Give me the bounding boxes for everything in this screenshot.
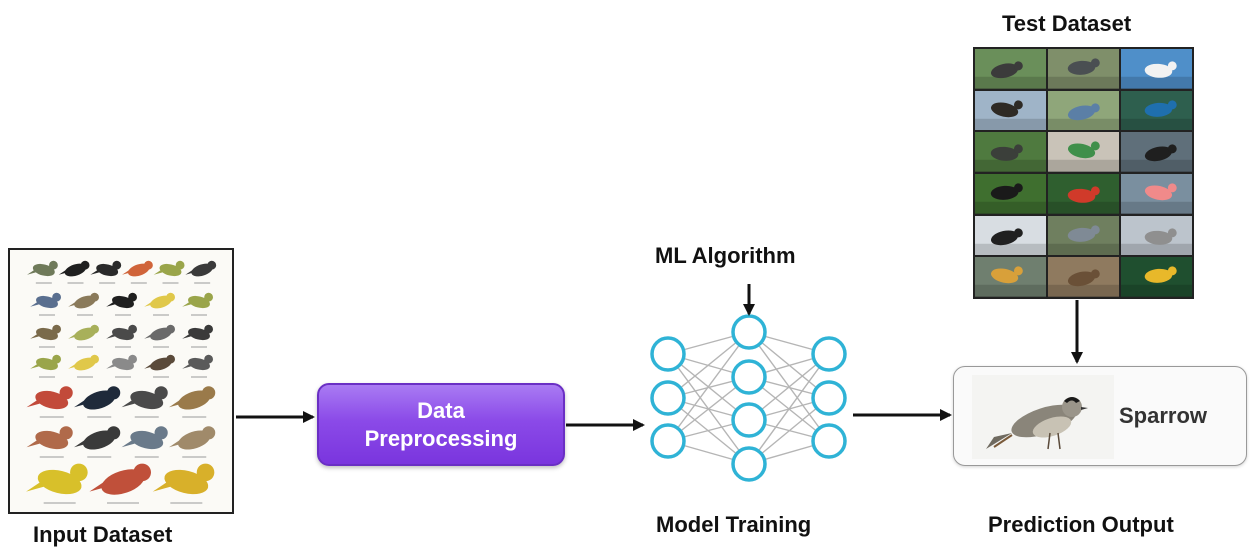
poster-bird bbox=[153, 260, 185, 284]
network-node-layer-1 bbox=[650, 336, 686, 372]
bird-poster-illustration bbox=[26, 260, 217, 504]
poster-bird bbox=[144, 354, 176, 378]
test-image-tile bbox=[975, 49, 1046, 89]
test-image-tile bbox=[1048, 90, 1119, 131]
network-node-layer-1 bbox=[650, 423, 686, 459]
network-node-layer-3 bbox=[811, 336, 847, 372]
network-node-layer-2 bbox=[731, 314, 767, 350]
poster-bird bbox=[169, 426, 216, 458]
network-edge bbox=[748, 353, 830, 465]
network-node-layer-2 bbox=[731, 402, 767, 438]
poster-bird bbox=[121, 386, 168, 418]
poster-bird bbox=[30, 324, 61, 348]
test-image-tile bbox=[975, 174, 1046, 214]
poster-bird bbox=[122, 260, 153, 284]
poster-bird bbox=[144, 292, 176, 316]
poster-bird bbox=[106, 324, 137, 348]
poster-bird bbox=[106, 354, 137, 378]
poster-bird bbox=[30, 292, 61, 316]
network-nodes bbox=[650, 314, 847, 482]
test-image-tile bbox=[1121, 90, 1192, 131]
poster-bird bbox=[26, 386, 73, 418]
network-node-layer-2 bbox=[731, 359, 767, 395]
sparrow-photo bbox=[972, 375, 1114, 459]
test-image-tile bbox=[975, 90, 1046, 131]
test-image-tile bbox=[1121, 132, 1192, 172]
test-image-tile bbox=[1048, 49, 1119, 89]
network-edge bbox=[667, 331, 750, 442]
test-image-tile bbox=[1048, 257, 1119, 297]
poster-bird bbox=[182, 324, 214, 348]
test-image-tile bbox=[975, 132, 1046, 172]
poster-bird bbox=[74, 426, 121, 458]
poster-bird bbox=[74, 386, 121, 418]
poster-bird bbox=[121, 426, 168, 458]
network-node-layer-3 bbox=[811, 423, 847, 459]
poster-bird bbox=[26, 426, 73, 458]
network-node-layer-2 bbox=[731, 446, 767, 482]
poster-bird bbox=[68, 292, 99, 316]
test-dataset-label: Test Dataset bbox=[1002, 11, 1132, 36]
network-node-layer-1 bbox=[650, 380, 686, 416]
test-image-tile bbox=[1121, 174, 1192, 214]
network-node-layer-3 bbox=[811, 380, 847, 416]
prediction-output-box: Sparrow bbox=[953, 366, 1247, 466]
model-training-label: Model Training bbox=[656, 512, 812, 537]
prediction-output-label: Prediction Output bbox=[988, 512, 1174, 537]
poster-bird bbox=[152, 463, 215, 504]
test-image-tile bbox=[1121, 49, 1192, 89]
network-edges bbox=[667, 331, 830, 465]
poster-bird bbox=[106, 292, 137, 316]
prediction-value: Sparrow bbox=[1119, 403, 1208, 428]
poster-bird bbox=[30, 354, 61, 378]
preprocessing-line-1: Data bbox=[417, 397, 465, 423]
data-preprocessing-box: Data Preprocessing bbox=[317, 383, 565, 466]
poster-bird bbox=[89, 463, 151, 504]
input-dataset-label: Input Dataset bbox=[33, 522, 173, 547]
poster-bird bbox=[27, 260, 58, 284]
poster-bird bbox=[90, 260, 122, 284]
poster-bird bbox=[68, 324, 99, 348]
test-image-tile bbox=[1048, 215, 1119, 256]
poster-bird bbox=[144, 324, 176, 348]
preprocessing-line-2: Preprocessing bbox=[364, 425, 518, 451]
test-image-tile bbox=[975, 257, 1046, 297]
test-image-tile bbox=[975, 215, 1046, 256]
test-dataset-grid bbox=[973, 47, 1194, 299]
poster-bird bbox=[68, 354, 99, 378]
poster-bird bbox=[182, 292, 214, 316]
poster-bird bbox=[169, 386, 216, 418]
poster-bird bbox=[26, 463, 88, 504]
poster-bird bbox=[182, 354, 214, 378]
test-image-tile bbox=[1121, 215, 1192, 256]
poster-bird bbox=[185, 260, 217, 284]
test-image-tile bbox=[1048, 132, 1119, 172]
poster-bird bbox=[58, 260, 90, 284]
input-dataset-image bbox=[8, 248, 234, 514]
test-image-tile bbox=[1048, 174, 1119, 214]
test-image-tile bbox=[1121, 257, 1192, 297]
ml-algorithm-label: ML Algorithm bbox=[655, 243, 796, 268]
